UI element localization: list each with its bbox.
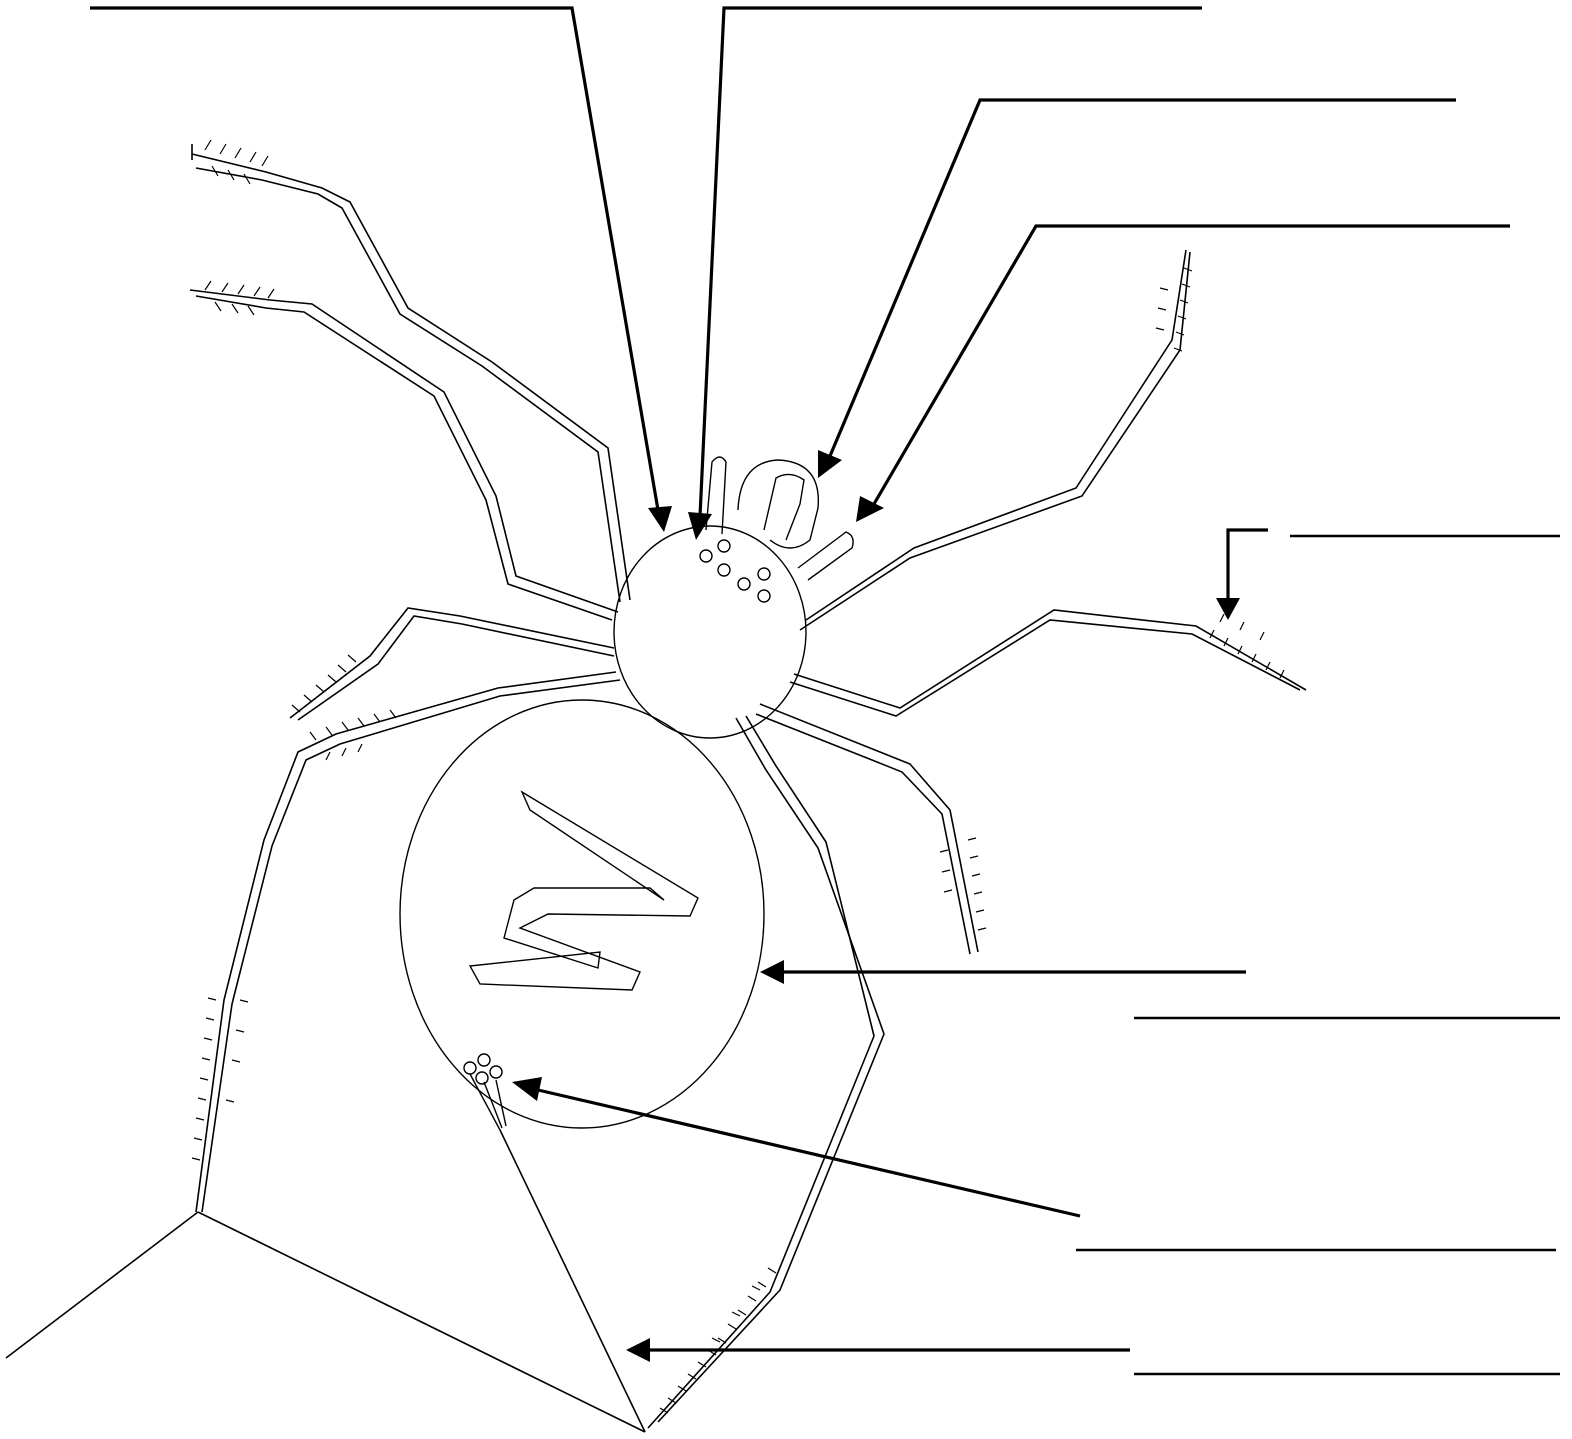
pedipalp	[738, 460, 818, 548]
spider-body	[400, 457, 853, 1130]
pointer-6	[760, 960, 1246, 984]
blank-label-lines	[1076, 1018, 1560, 1374]
leg-hairs	[192, 140, 1284, 1413]
leg-right-4	[648, 716, 884, 1428]
leg-left-2	[190, 290, 618, 620]
leg-right-3	[756, 704, 978, 954]
leg-right-2	[790, 610, 1306, 716]
pointer-7	[512, 1077, 1080, 1216]
eye	[700, 550, 712, 562]
eye	[758, 568, 770, 580]
spider-legs	[190, 144, 1306, 1428]
pointer-8	[626, 1338, 1130, 1362]
eye	[738, 578, 750, 590]
eye	[718, 540, 730, 552]
cephalothorax	[614, 526, 806, 738]
web-threads	[6, 1130, 645, 1432]
leg-left-1	[192, 144, 630, 602]
label-pointers	[90, 8, 1560, 1362]
leg-left-3	[290, 608, 614, 720]
eye	[758, 590, 770, 602]
eyes	[700, 540, 770, 602]
pointer-2	[688, 8, 1202, 540]
chelicera	[706, 457, 726, 534]
pedipalp-segment	[798, 532, 853, 580]
abdomen-zigzag-marking	[470, 792, 698, 990]
leg-right-1	[800, 250, 1190, 630]
spinnerets	[464, 1054, 506, 1130]
eye	[718, 564, 730, 576]
pointer-5	[1216, 530, 1560, 620]
pointer-1	[90, 8, 672, 532]
pointer-3	[818, 100, 1456, 478]
